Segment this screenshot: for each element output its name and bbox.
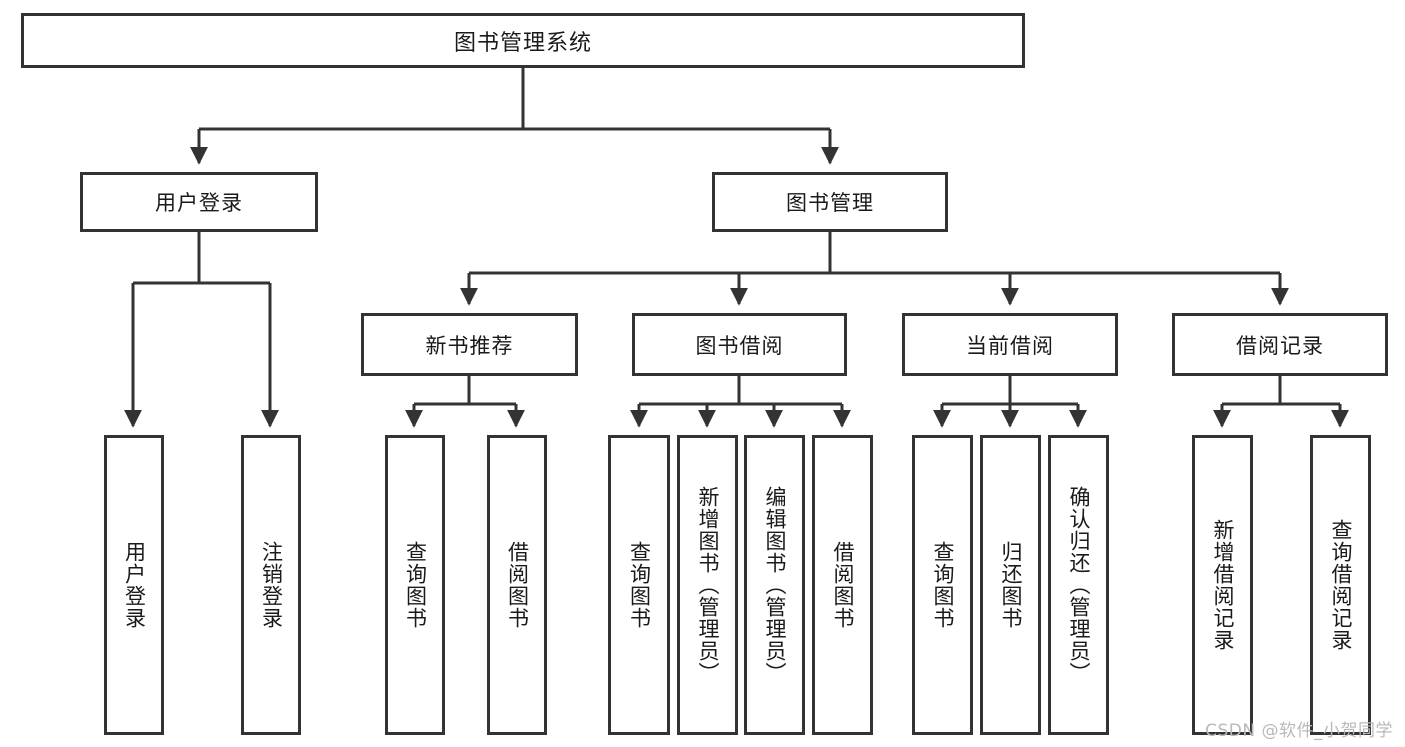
node-user-login[interactable]: 用户登录: [80, 172, 318, 232]
node-leaf-borrow-book-2[interactable]: 借阅图书: [812, 435, 873, 735]
node-leaf-return-book[interactable]: 归还图书: [980, 435, 1041, 735]
node-book-borrow[interactable]: 图书借阅: [632, 313, 847, 376]
node-leaf-add-borrow-record[interactable]: 新增借阅记录: [1192, 435, 1253, 735]
node-book-management[interactable]: 图书管理: [712, 172, 948, 232]
node-leaf-add-book[interactable]: 新增图书（管理员）: [677, 435, 738, 735]
node-leaf-query-borrow-record[interactable]: 查询借阅记录: [1310, 435, 1371, 735]
node-book-management-system[interactable]: 图书管理系统: [21, 13, 1025, 68]
node-leaf-edit-book[interactable]: 编辑图书（管理员）: [744, 435, 805, 735]
node-new-book-recommend[interactable]: 新书推荐: [361, 313, 578, 376]
watermark-text: CSDN @软件_小贺同学: [1205, 721, 1393, 741]
node-current-borrow[interactable]: 当前借阅: [902, 313, 1118, 376]
node-leaf-borrow-book-1[interactable]: 借阅图书: [487, 435, 547, 735]
node-leaf-confirm-return[interactable]: 确认归还（管理员）: [1048, 435, 1109, 735]
node-leaf-query-book-3[interactable]: 查询图书: [912, 435, 973, 735]
node-leaf-user-login[interactable]: 用户登录: [104, 435, 164, 735]
node-leaf-query-book-2[interactable]: 查询图书: [608, 435, 670, 735]
node-leaf-query-book-1[interactable]: 查询图书: [385, 435, 445, 735]
node-borrow-record[interactable]: 借阅记录: [1172, 313, 1388, 376]
node-leaf-logout-login[interactable]: 注销登录: [241, 435, 301, 735]
